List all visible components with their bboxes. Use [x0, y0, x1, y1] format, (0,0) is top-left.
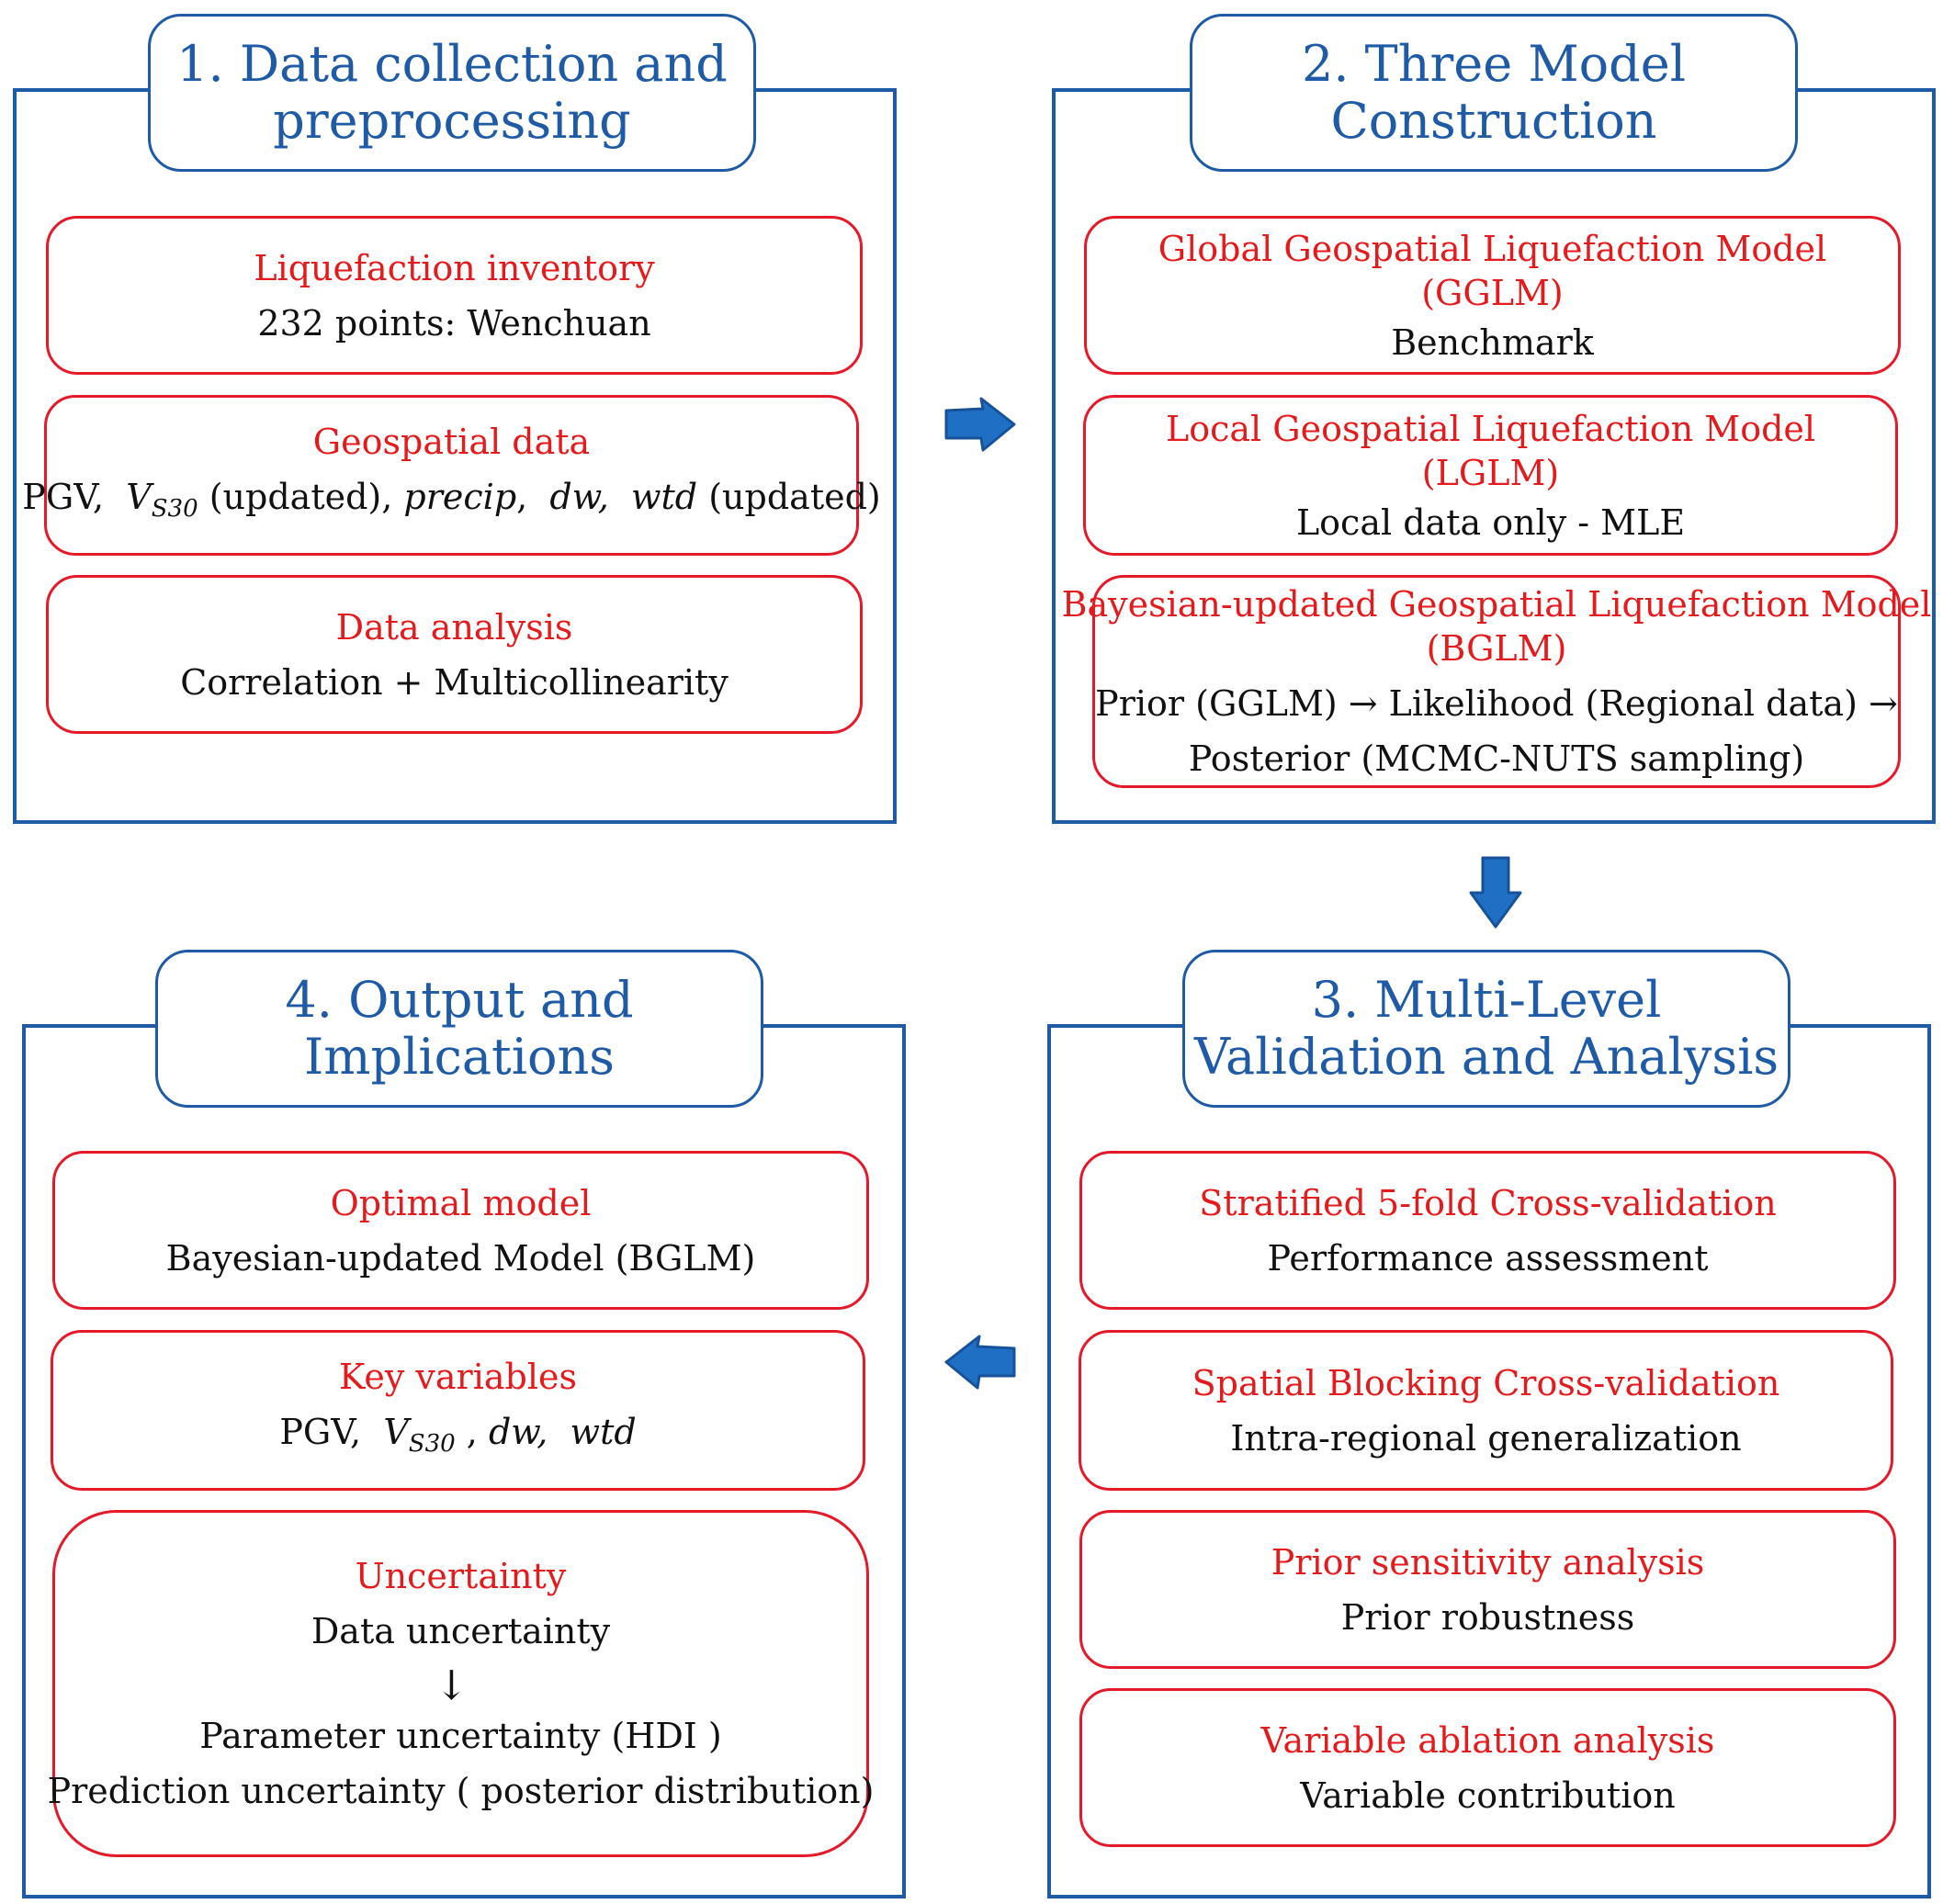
box-text: Intra-regional generalization [1230, 1417, 1742, 1459]
panel-title-validation-analysis: 3. Multi-Level Validation and Analysis [1182, 950, 1790, 1108]
var-pgv: PGV, [22, 477, 105, 517]
box-heading: Key variables [339, 1357, 577, 1397]
box-text: Benchmark [1391, 321, 1594, 363]
geospatial-variables: PGV, VS30 (updated), precip, dw, wtd (up… [22, 477, 881, 523]
title-line-2: Construction [1330, 92, 1657, 150]
panel-title-model-construction: 2. Three Model Construction [1190, 14, 1798, 172]
box-heading-line-1: Local Geospatial Liquefaction Model [1165, 408, 1816, 449]
box-text: Correlation + Multicollinearity [180, 661, 729, 703]
box-heading: Data analysis [335, 606, 573, 648]
down-small-arrow-icon: ↓ [435, 1662, 469, 1709]
panel-title-data-collection: 1. Data collection and preprocessing [148, 14, 756, 172]
box-text-line-1: Prior (GGLM) → Likelihood (Regional data… [1095, 683, 1898, 724]
var-wtd: wtd [631, 477, 698, 517]
panel-title-output-implications: 4. Output and Implications [155, 950, 763, 1108]
box-optimal-model: Optimal model Bayesian-updated Model (BG… [52, 1151, 869, 1310]
box-heading-line-2: (GGLM) [1421, 272, 1564, 313]
box-heading: Stratified 5-fold Cross-validation [1199, 1182, 1777, 1223]
title-line-1: 4. Output and [285, 971, 634, 1029]
left-arrow-icon [944, 1335, 1016, 1390]
down-arrow-icon [1469, 856, 1522, 929]
box-heading: Uncertainty [355, 1556, 567, 1596]
box-heading-line-2: (LGLM) [1421, 452, 1560, 493]
uncertainty-parameter: Parameter uncertainty (HDI ) [199, 1716, 722, 1756]
title-line-2: Validation and Analysis [1193, 1028, 1779, 1086]
key-variables-list: PGV, VS30 , dw, wtd [279, 1410, 636, 1466]
var-vs30: VS30 [383, 1412, 456, 1458]
var-dw: dw, [488, 1412, 548, 1452]
title-line-2: preprocessing [273, 92, 631, 150]
box-text: 232 points: Wenchuan [257, 302, 651, 344]
var-wtd: wtd [570, 1412, 637, 1452]
var-vs30: VS30 [126, 477, 198, 523]
box-geospatial-data: Geospatial data PGV, VS30 (updated), pre… [22, 395, 881, 556]
box-text: Performance assessment [1267, 1237, 1709, 1279]
box-heading: Optimal model [330, 1182, 592, 1223]
box-heading: Liquefaction inventory [254, 247, 655, 288]
box-heading: Variable ablation analysis [1260, 1719, 1715, 1761]
var-comma: , [466, 1412, 478, 1452]
var-pgv: PGV, [279, 1412, 362, 1452]
var-wtd-note: (updated) [708, 477, 881, 517]
uncertainty-data: Data uncertainty [311, 1611, 611, 1651]
box-text: Variable contribution [1300, 1774, 1676, 1816]
box-heading-line-1: Global Geospatial Liquefaction Model [1158, 228, 1827, 269]
box-spatial-blocking-cv: Spatial Blocking Cross-validation Intra-… [1079, 1330, 1893, 1491]
box-variable-ablation: Variable ablation analysis Variable cont… [1079, 1688, 1896, 1847]
box-uncertainty: Uncertainty Data uncertainty ↓ Parameter… [48, 1510, 874, 1857]
title-line-2: Implications [303, 1028, 616, 1086]
box-text-line-2: Posterior (MCMC-NUTS sampling) [1188, 738, 1805, 779]
box-key-variables: Key variables PGV, VS30 , dw, wtd [51, 1330, 865, 1491]
box-heading: Geospatial data [312, 422, 591, 462]
box-bglm: Bayesian-updated Geospatial Liquefaction… [1062, 575, 1931, 788]
box-lglm: Local Geospatial Liquefaction Model (LGL… [1083, 395, 1898, 556]
title-line-1: 3. Multi-Level [1311, 971, 1662, 1029]
box-text: Local data only - MLE [1295, 501, 1686, 543]
var-vs30-note: (updated), [209, 477, 393, 517]
right-arrow-icon [944, 397, 1016, 452]
box-heading-line-1: Bayesian-updated Geospatial Liquefaction… [1061, 584, 1932, 625]
box-text: Bayesian-updated Model (BGLM) [165, 1237, 756, 1279]
uncertainty-prediction: Prediction uncertainty ( posterior distr… [47, 1771, 875, 1811]
box-heading: Spatial Blocking Cross-validation [1192, 1362, 1780, 1403]
title-line-1: 2. Three Model [1302, 35, 1686, 93]
title-line-1: 1. Data collection and [176, 35, 728, 93]
var-dw: dw, [549, 477, 609, 517]
box-stratified-cv: Stratified 5-fold Cross-validation Perfo… [1079, 1151, 1896, 1310]
var-precip: precip [403, 477, 517, 517]
box-heading: Prior sensitivity analysis [1271, 1541, 1705, 1583]
box-liquefaction-inventory: Liquefaction inventory 232 points: Wench… [46, 216, 863, 375]
box-text: Prior robustness [1340, 1596, 1635, 1638]
box-heading-line-2: (BGLM) [1426, 628, 1567, 669]
box-data-analysis: Data analysis Correlation + Multicolline… [46, 575, 863, 734]
box-prior-sensitivity: Prior sensitivity analysis Prior robustn… [1079, 1510, 1896, 1669]
box-gglm: Global Geospatial Liquefaction Model (GG… [1084, 216, 1901, 375]
